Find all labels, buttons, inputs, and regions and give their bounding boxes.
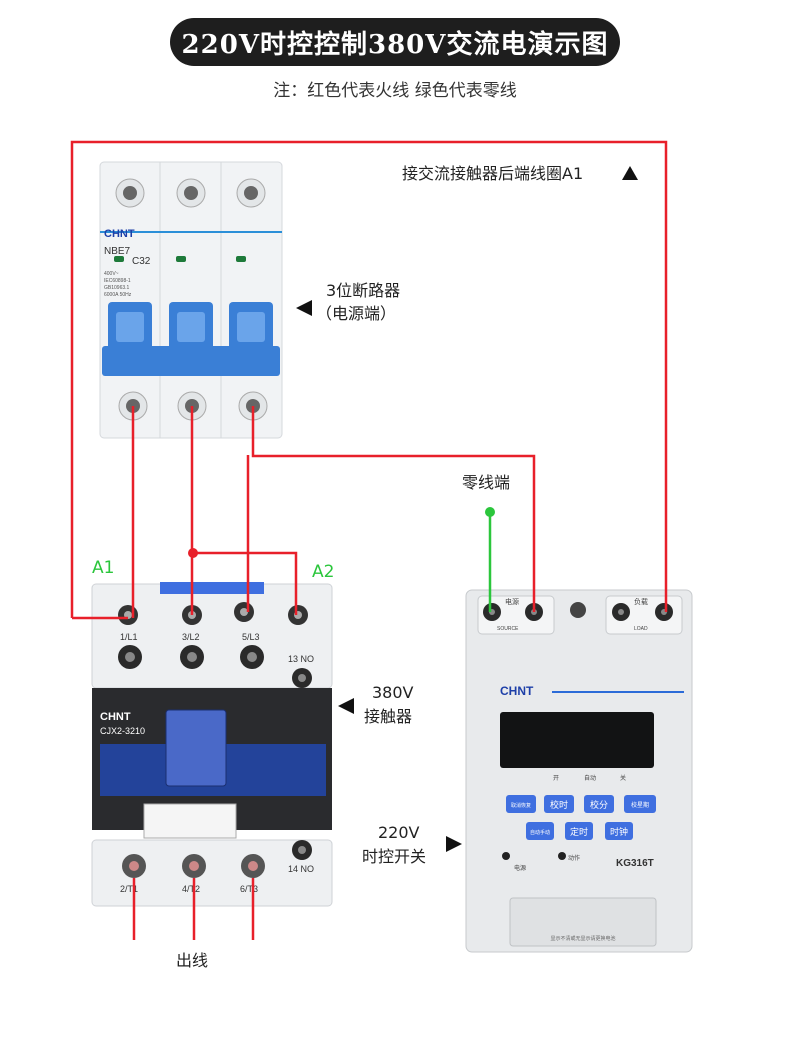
btn-clock: 时钟 <box>610 826 628 838</box>
breaker-spec-4: 6000A 50Hz <box>104 292 132 298</box>
contactor-brand: CHNT <box>100 711 131 723</box>
wire-junction-dot <box>188 548 198 558</box>
breaker-spec-1: 400V~ <box>104 271 119 277</box>
mode-on-label: 开 <box>553 775 559 782</box>
breaker-top-screws <box>115 178 266 208</box>
terminal-t2-label: 4/T2 <box>182 884 200 894</box>
load-label: 负载 <box>634 597 648 606</box>
terminal-l2-label: 3/L2 <box>182 632 200 642</box>
breaker-label-1: 3位断路器 <box>326 281 401 300</box>
mode-off-label: 关 <box>620 774 626 782</box>
a2-label: A2 <box>312 562 335 582</box>
source-label: 电源 <box>505 597 519 606</box>
neutral-end-label: 零线端 <box>462 473 511 492</box>
breaker-handles <box>102 302 280 376</box>
terminal-t3-label: 6/T3 <box>240 884 258 894</box>
led-action-label: 动作 <box>568 854 580 862</box>
arrow-right-icon <box>446 836 462 852</box>
arrow-left-icon <box>296 300 312 316</box>
btn-timing: 定时 <box>570 826 588 838</box>
timer-brand: CHNT <box>500 684 534 698</box>
breaker-brand: CHNT <box>104 228 135 240</box>
contactor-model: CJX2-3210 <box>100 726 145 736</box>
arrow-left-icon <box>338 698 354 714</box>
btn-auto-manual: 自动手动 <box>530 829 550 836</box>
wire-l3-to-timer <box>251 406 536 612</box>
breaker-rating: C32 <box>132 256 151 267</box>
battery-cover-text: 显示不清或无显示请更换电池 <box>550 935 615 942</box>
breaker-model: NBE7 <box>104 246 131 257</box>
timer-model: KG316T <box>616 858 654 869</box>
breaker-spec-2: IEC60898-1 <box>104 278 131 284</box>
time-switch: 电源 SOURCE 负载 LOAD CHNT 开 自动 关 取消恢复 校时 校分… <box>465 589 693 953</box>
wire-a2 <box>192 551 298 615</box>
contactor-bottom-terminals <box>122 840 312 878</box>
contactor: CHNT CJX2-3210 1/L1 3/L2 5/L3 13 NO 2/T1… <box>91 582 333 907</box>
neutral-terminal-dot <box>485 507 495 517</box>
source-en-label: SOURCE <box>497 626 519 632</box>
a1-label: A1 <box>92 558 115 578</box>
terminal-no14-label: 14 NO <box>288 864 314 874</box>
coil-a1-label: 接交流接触器后端线圈A1 <box>402 164 584 183</box>
wire-coil-loop <box>70 140 668 618</box>
led-power-label: 电源 <box>514 864 526 872</box>
btn-set-week: 校星期 <box>631 801 649 809</box>
mode-auto-label: 自动 <box>584 774 596 782</box>
btn-set-min: 校分 <box>590 799 608 811</box>
page-title: 220V时控控制380V交流电演示图 <box>170 18 620 66</box>
output-label: 出线 <box>176 951 209 970</box>
timer-label-1: 220V <box>378 823 420 842</box>
terminal-l3-label: 5/L3 <box>242 632 260 642</box>
arrow-up-icon <box>622 166 638 180</box>
battery-cover <box>509 897 657 947</box>
terminal-t1-label: 2/T1 <box>120 884 138 894</box>
timer-label-2: 时控开关 <box>362 847 427 866</box>
btn-cancel: 取消恢复 <box>511 802 531 809</box>
btn-set-hour: 校时 <box>550 799 568 811</box>
neutral-wires <box>485 507 495 612</box>
load-en-label: LOAD <box>634 626 648 632</box>
live-wires <box>70 140 668 940</box>
timer-buttons: 取消恢复 校时 校分 校星期 自动手动 定时 时钟 <box>506 795 656 840</box>
contactor-label-2: 接触器 <box>364 707 413 726</box>
contactor-label-1: 380V <box>372 683 414 702</box>
circuit-breaker: CHNT NBE7 C32 400V~ IEC60898-1 GB10963.1… <box>99 161 283 439</box>
breaker-spec-3: GB10963.1 <box>104 285 130 291</box>
terminal-no13-label: 13 NO <box>288 654 314 664</box>
timer-lcd <box>500 712 654 768</box>
legend-note: 注：红色代表火线 绿色代表零线 <box>273 81 517 101</box>
breaker-label-2: （电源端） <box>316 304 397 323</box>
terminal-l1-label: 1/L1 <box>120 632 138 642</box>
